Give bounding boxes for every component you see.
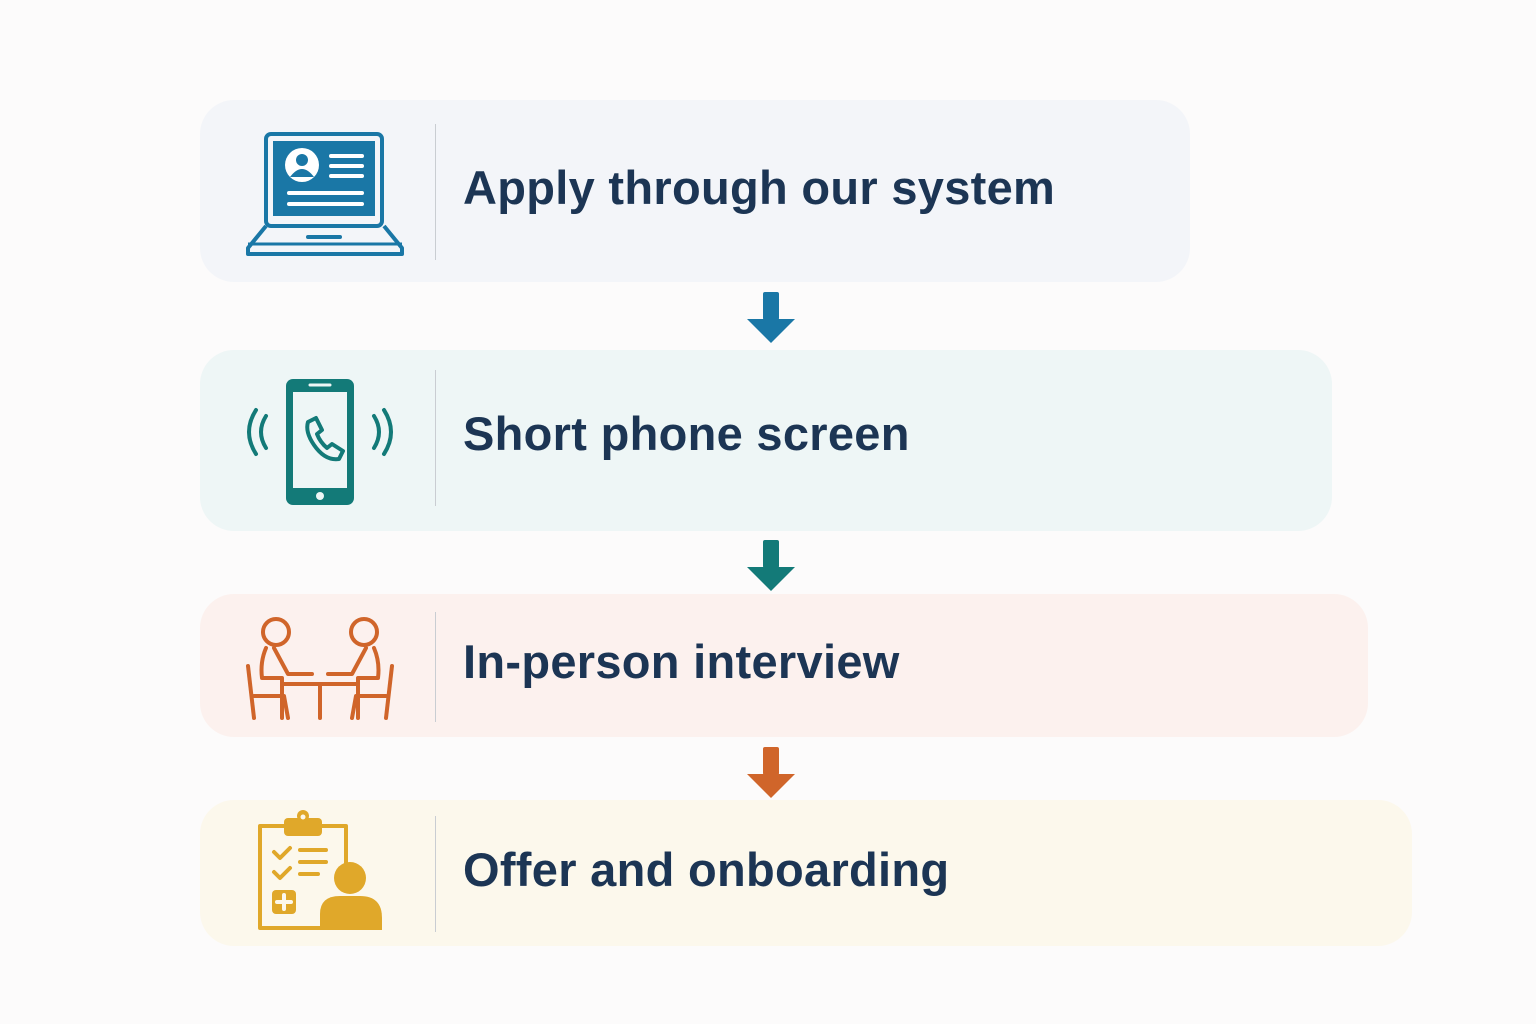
step-card-interview: In-person interview [200, 594, 1368, 737]
step-card-offer: Offer and onboarding [200, 800, 1412, 946]
arrow-down-icon [747, 540, 795, 591]
step-label: Apply through our system [463, 161, 1056, 214]
step-card-phone: Short phone screen [200, 350, 1332, 531]
laptop-profile-icon [246, 132, 404, 256]
step-label: In-person interview [463, 635, 900, 688]
step-label: Offer and onboarding [463, 843, 950, 896]
divider [435, 370, 436, 506]
arrow-down-icon [747, 747, 795, 798]
divider [435, 612, 436, 722]
clipboard-person-icon [258, 810, 382, 930]
arrow-down-icon [747, 292, 795, 343]
step-label: Short phone screen [463, 407, 910, 460]
phone-ringing-icon [247, 379, 393, 505]
step-card-apply: Apply through our system [200, 100, 1190, 282]
divider [435, 124, 436, 260]
divider [435, 816, 436, 932]
interview-table-icon [246, 617, 394, 720]
